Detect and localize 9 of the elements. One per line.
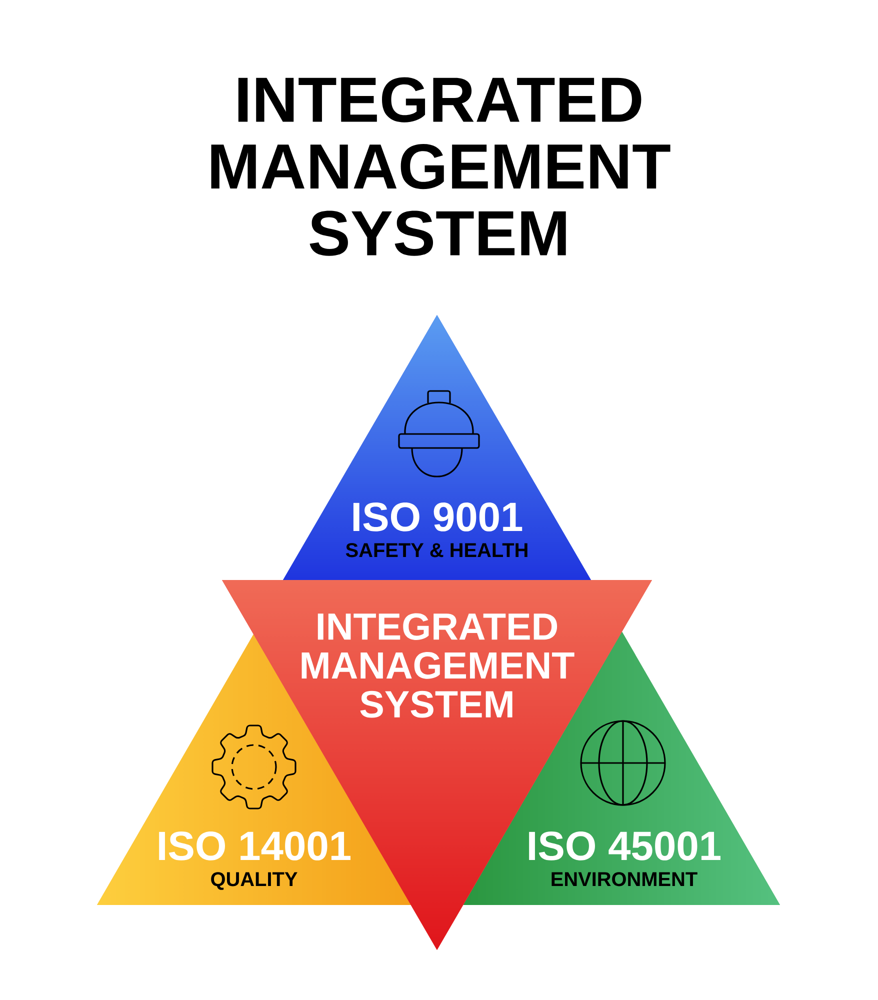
category-label: ENVIRONMENT — [552, 872, 698, 886]
standard-code: ISO 45001 — [529, 832, 720, 860]
category-label: QUALITY — [211, 872, 298, 890]
category-label: SAFETY & HEALTH — [346, 543, 528, 558]
triangle-panel — [283, 315, 591, 580]
standard-code: ISO 9001 — [353, 502, 522, 532]
title: INTEGRATED MANAGEMENT SYSTEM — [211, 77, 670, 256]
center-heading: INTEGRATED MANAGEMENT SYSTEM — [302, 613, 574, 718]
standard-code: ISO 14001 — [159, 832, 350, 860]
